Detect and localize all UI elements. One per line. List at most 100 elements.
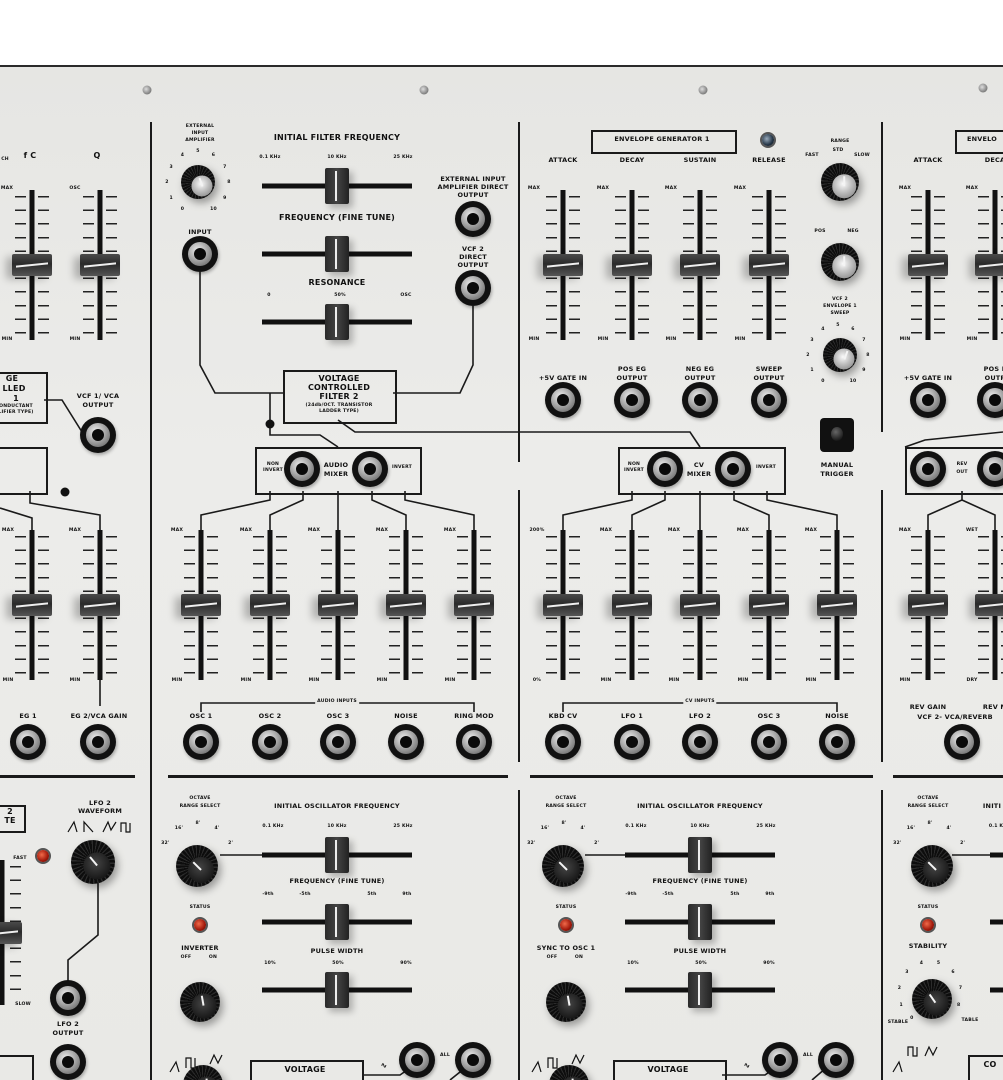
osc1-fine-tune-slider-handle[interactable]: [325, 904, 349, 940]
vcf1-vca-output-jack[interactable]: [80, 417, 116, 453]
audio-mixer-fader-1-handle[interactable]: [181, 594, 221, 616]
cv-input-jack-2[interactable]: [614, 724, 650, 760]
lfo2-rate-fader-handle[interactable]: [0, 921, 22, 944]
label-eg1-sweep_scale-7: 7: [862, 338, 866, 343]
osc1-pulse-width-slider-handle[interactable]: [325, 972, 349, 1008]
eg1-jack-2[interactable]: [614, 382, 650, 418]
label-osc3-stability_scale-1: 1: [899, 1002, 903, 1008]
cv-mixer-fader-4-handle[interactable]: [749, 594, 789, 616]
eg1-decay-fader-handle[interactable]: [612, 254, 652, 276]
label-osc2-octave-0: OCTAVE: [555, 796, 577, 801]
label-cv_mixer-inputs-4: NOISE: [825, 712, 849, 720]
label-osc2-pw_scale-2: 90%: [763, 961, 775, 966]
manual-trigger-button[interactable]: [820, 418, 854, 452]
rev-out-jack-1[interactable]: [910, 451, 946, 487]
label-eg1-range_opts-1: STD: [832, 148, 844, 153]
vcf2-fine-tune-slider-handle[interactable]: [325, 236, 349, 272]
audio-mixer-box: [255, 447, 422, 495]
osc2-all-output-jack[interactable]: [818, 1042, 854, 1078]
eg1-release-fader-handle[interactable]: [749, 254, 789, 276]
label-osc3-octave_scale-4: 2': [960, 840, 966, 846]
eg2-fader-2-handle[interactable]: [975, 254, 1003, 276]
label-vcf2-ext_out-2: OUTPUT: [457, 191, 489, 199]
osc1-sine-output-jack[interactable]: [399, 1042, 435, 1078]
label-osc2-fine_scale-1: -5th: [662, 892, 674, 897]
cv-mixer-invert-jack[interactable]: [715, 451, 751, 487]
audio-mixer-fader-3-handle[interactable]: [318, 594, 358, 616]
label-cv_mixer-bottom_labels-0: 0%: [532, 678, 542, 683]
panel-divider: [518, 490, 520, 762]
cv-input-jack-5[interactable]: [819, 724, 855, 760]
lfo2-output-jack[interactable]: [50, 1044, 86, 1080]
osc1-all-output-jack[interactable]: [455, 1042, 491, 1078]
osc2-fine-tune-slider-handle[interactable]: [688, 904, 712, 940]
vcf2-vca-reverb-jack[interactable]: [944, 724, 980, 760]
osc1-frequency-slider-handle[interactable]: [325, 837, 349, 873]
osc2-frequency-slider-handle[interactable]: [688, 837, 712, 873]
cv-input-jack-4[interactable]: [751, 724, 787, 760]
label-osc2-pw_scale-0: 10%: [627, 961, 639, 966]
osc3-pulse-width-slider-track[interactable]: [990, 987, 1003, 993]
cv-mixer-fader-2-handle[interactable]: [612, 594, 652, 616]
label-audio_mixer-min: MIN: [444, 678, 456, 683]
cv-mixer-fader-1-handle[interactable]: [543, 594, 583, 616]
audio-mixer-invert-jack[interactable]: [352, 451, 388, 487]
vcf2-input-jack[interactable]: [182, 236, 218, 272]
lfo2-output-jack-a[interactable]: [50, 980, 86, 1016]
vcf1-resonance-fader-handle[interactable]: [80, 254, 120, 276]
label-eg2-rev_output: VCF 2- VCA/REVERB: [917, 713, 993, 721]
vca-eg1-fader-handle[interactable]: [12, 594, 52, 616]
reverb-gain-fader-handle[interactable]: [908, 594, 948, 616]
eg1-attack-fader-handle[interactable]: [543, 254, 583, 276]
label-vca-max: MAX: [1, 528, 15, 533]
audio-mixer-non-invert-jack[interactable]: [284, 451, 320, 487]
label-osc3-stability_ends-1: TABLE: [961, 1018, 979, 1023]
cv-mixer-non-invert-jack[interactable]: [647, 451, 683, 487]
audio-input-jack-5[interactable]: [456, 724, 492, 760]
audio-input-jack-1[interactable]: [183, 724, 219, 760]
eg2-fader-1-handle[interactable]: [908, 254, 948, 276]
audio-mixer-fader-2-handle[interactable]: [250, 594, 290, 616]
label-lfo2-waveform-1: WAVEFORM: [78, 807, 122, 815]
osc2-sine-output-jack[interactable]: [762, 1042, 798, 1078]
label-vcf2-ext_amp-2: AMPLIFIER: [185, 138, 215, 143]
vcf1-cutoff-fader-handle[interactable]: [12, 254, 52, 276]
rev-out-jack-2[interactable]: [977, 451, 1003, 487]
vcf2-resonance-slider-handle[interactable]: [325, 304, 349, 340]
audio-input-jack-3[interactable]: [320, 724, 356, 760]
label-osc1-octave_scale-0: 32': [161, 840, 170, 846]
eg1-jack-3[interactable]: [682, 382, 718, 418]
audio-input-jack-2[interactable]: [252, 724, 288, 760]
reverb-mix-fader-handle[interactable]: [975, 594, 1003, 616]
label-osc1-fine_scale-2: 5th: [367, 892, 377, 897]
eg2-pos-output-jack[interactable]: [977, 382, 1003, 418]
label-osc3-stability_scale-3: 3: [905, 970, 909, 976]
ext-amp-direct-output-jack[interactable]: [455, 201, 491, 237]
osc2-waveform-knob[interactable]: [549, 1065, 589, 1080]
vcf2-direct-output-jack[interactable]: [455, 270, 491, 306]
audio-input-jack-4[interactable]: [388, 724, 424, 760]
vca-eg2-gain-jack[interactable]: [80, 724, 116, 760]
osc1-waveform-knob[interactable]: [183, 1065, 223, 1080]
label-cv_mixer-top_labels-0: 200%: [529, 528, 545, 533]
vcf2-frequency-slider-handle[interactable]: [325, 168, 349, 204]
vca-box: [0, 447, 48, 495]
vca-eg2-fader-handle[interactable]: [80, 594, 120, 616]
eg1-jack-4[interactable]: [751, 382, 787, 418]
osc2-pulse-width-slider-handle[interactable]: [688, 972, 712, 1008]
eg2-gate-jack[interactable]: [910, 382, 946, 418]
osc3-fine-tune-slider-track[interactable]: [990, 919, 1003, 925]
label-eg1-outputs-0: +5V GATE IN: [538, 374, 588, 382]
audio-mixer-fader-4-handle[interactable]: [386, 594, 426, 616]
eg1-sustain-fader-handle[interactable]: [680, 254, 720, 276]
cv-mixer-fader-3-handle[interactable]: [680, 594, 720, 616]
label-osc3-stability_scale-5: 5: [936, 961, 941, 967]
cv-input-jack-3[interactable]: [682, 724, 718, 760]
cv-input-jack-1[interactable]: [545, 724, 581, 760]
vca-eg1-jack[interactable]: [10, 724, 46, 760]
eg1-jack-1[interactable]: [545, 382, 581, 418]
audio-mixer-fader-5-handle[interactable]: [454, 594, 494, 616]
cv-mixer-fader-5-handle[interactable]: [817, 594, 857, 616]
osc3-frequency-slider-track[interactable]: [990, 852, 1003, 858]
label-vcf2-ext_scale-9: 9: [223, 195, 227, 201]
